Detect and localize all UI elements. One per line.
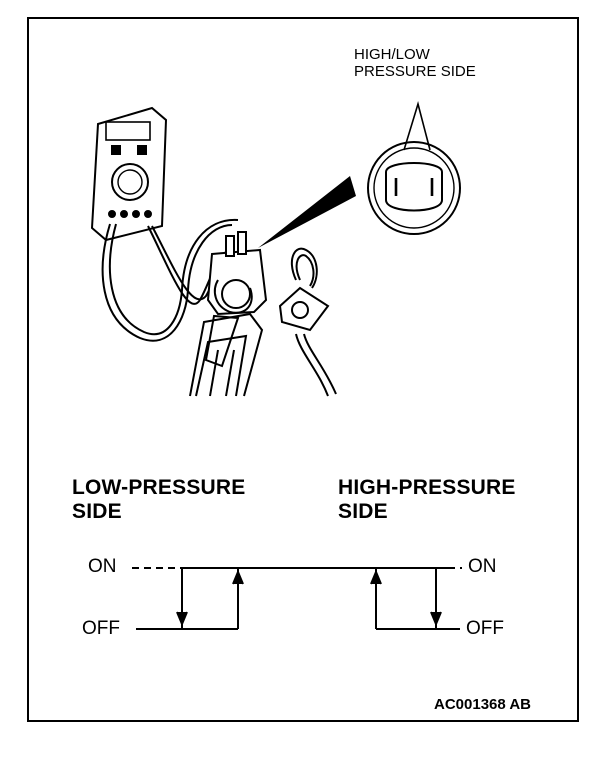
low-side-title-line-1: LOW-PRESSURE	[72, 476, 246, 499]
high-off-label: OFF	[466, 618, 504, 639]
high-on-label: ON	[468, 556, 497, 577]
callout-line-1: HIGH/LOW	[354, 46, 430, 63]
multimeter-icon	[90, 106, 168, 242]
low-arrow-up	[232, 569, 244, 585]
high-arrow-down	[430, 611, 442, 627]
low-off-label: OFF	[82, 618, 120, 639]
callout-line-2: PRESSURE SIDE	[354, 63, 476, 81]
high-side-title-line-2: SIDE	[338, 500, 388, 524]
high-side-graph	[370, 567, 462, 630]
low-arrow-down	[176, 611, 188, 627]
callout-label: HIGH/LOW PRESSURE SIDE	[354, 46, 476, 81]
harness-connector	[278, 247, 337, 397]
figure-frame	[27, 17, 579, 722]
magnify-pointer	[258, 176, 356, 248]
low-on-label: ON	[88, 556, 117, 577]
high-side-title: HIGH-PRESSURE SIDE	[338, 476, 516, 524]
high-side-title-line-1: HIGH-PRESSURE	[338, 476, 516, 499]
figure-code: AC001368 AB	[434, 696, 531, 713]
high-arrow-up	[370, 569, 382, 585]
low-side-title: LOW-PRESSURE SIDE	[72, 476, 246, 524]
pressure-switch-connector	[189, 231, 268, 397]
switch-detail-icon	[367, 101, 461, 235]
low-side-graph	[132, 567, 452, 630]
low-side-title-line-2: SIDE	[72, 500, 122, 524]
